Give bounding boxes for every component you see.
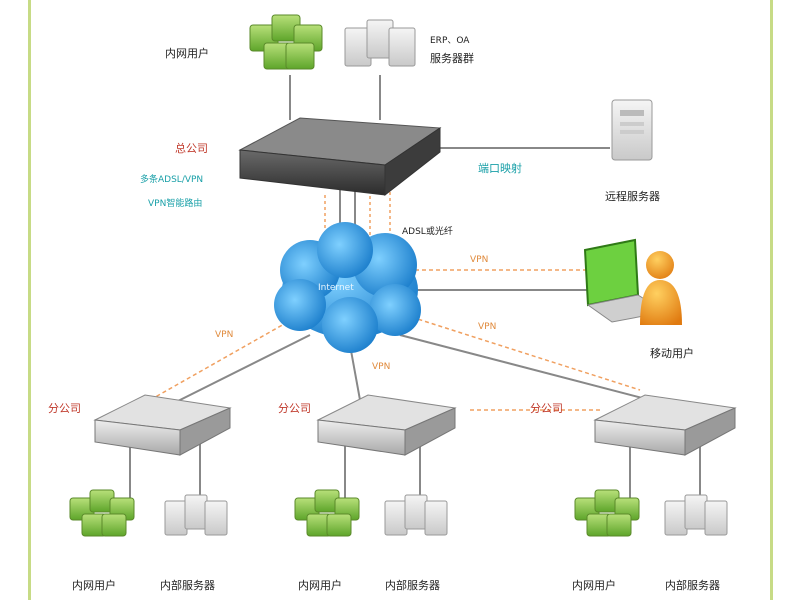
port-mapping-label: 端口映射 <box>478 162 522 175</box>
connection-lines <box>129 75 701 500</box>
branch2-users-label: 内网用户 <box>298 579 342 592</box>
remote-server-icon <box>611 99 653 161</box>
hq-router-icon <box>238 117 442 197</box>
hq-vpn-line2: VPN智能路由 <box>148 199 203 209</box>
branch-router-icon-1 <box>93 394 232 456</box>
vpn-line-branch1 <box>149 314 301 401</box>
vpn-line-branch3 <box>404 314 641 391</box>
vpn-tag-branch1: VPN <box>215 330 234 340</box>
branch3-pc-cluster-icon <box>574 489 640 537</box>
top-inner-users-label: 内网用户 <box>165 47 209 60</box>
branch2-server-cluster-icon <box>384 494 448 536</box>
mobile-user-label: 移动用户 <box>650 347 694 360</box>
hq-vpn-line1: 多条ADSL/VPN <box>140 175 204 185</box>
erp-servers-label-line2: 服务器群 <box>430 52 474 65</box>
branch3-label: 分公司 <box>530 402 563 415</box>
branch-router-icon-2 <box>316 394 457 456</box>
branch1-pc-cluster-icon <box>69 489 135 537</box>
line-cloud-branch3 <box>399 334 651 401</box>
vpn-tag-branch3: VPN <box>478 322 497 332</box>
erp-servers-label-line1: ERP、OA <box>430 36 470 46</box>
line-cloud-branch1 <box>169 334 311 406</box>
frame-right-border <box>770 0 773 600</box>
branch3-server-cluster-icon <box>664 494 728 536</box>
server-cluster-icon <box>344 19 416 67</box>
branch1-users-label: 内网用户 <box>72 579 116 592</box>
hq-label: 总公司 <box>175 142 208 155</box>
internet-label: Internet <box>318 283 354 293</box>
branch1-label: 分公司 <box>48 402 81 415</box>
branch2-server-label: 内部服务器 <box>385 579 440 592</box>
frame-left-border <box>28 0 31 600</box>
remote-server-label: 远程服务器 <box>605 190 660 203</box>
mobile-user-icon <box>583 238 682 325</box>
vpn-tag-mobile: VPN <box>470 255 489 265</box>
branch1-server-label: 内部服务器 <box>160 579 215 592</box>
branch2-label: 分公司 <box>278 402 311 415</box>
branch2-pc-cluster-icon <box>294 489 360 537</box>
branch1-server-cluster-icon <box>164 494 228 536</box>
branch3-server-label: 内部服务器 <box>665 579 720 592</box>
adsl-label: ADSL或光纤 <box>402 227 453 237</box>
line-cloud-branch2 <box>349 344 361 401</box>
pc-cluster-icon <box>249 14 323 70</box>
branch3-users-label: 内网用户 <box>572 579 616 592</box>
internet-cloud-icon <box>274 222 421 353</box>
vpn-tag-branch2: VPN <box>372 362 391 372</box>
branch-router-icon-3 <box>593 394 737 456</box>
